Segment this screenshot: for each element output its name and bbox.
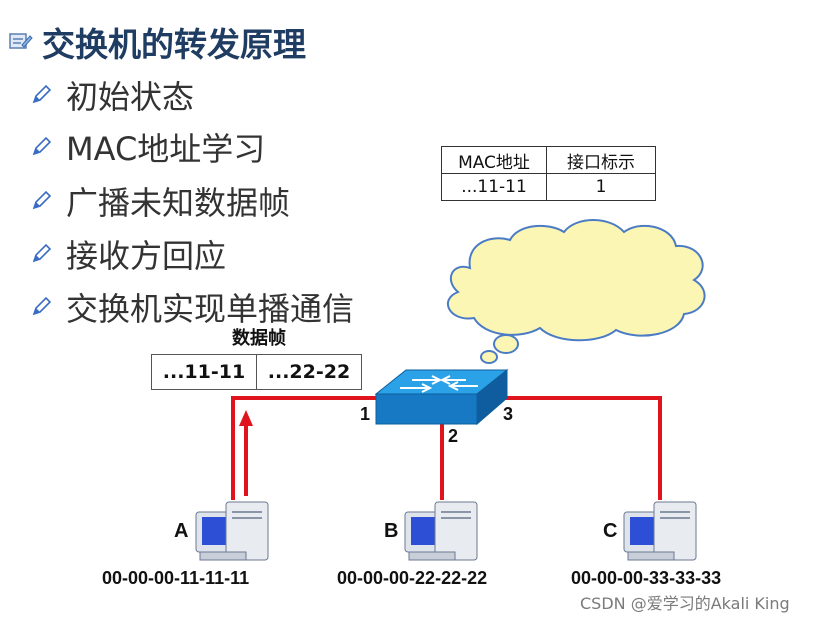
bullet-item: 初始状态 [30, 70, 450, 120]
port-label-3: 3 [503, 404, 514, 424]
host-c-label: C [603, 520, 618, 542]
bullet-item: 接收方回应 [30, 229, 450, 279]
link-a [231, 396, 377, 500]
host-c-mac: 00-00-00-33-33-33 [571, 568, 722, 588]
bullet-text: 接收方回应 [66, 237, 227, 275]
pencil-icon [32, 84, 52, 104]
frame-caption: 数据帧 [232, 328, 286, 349]
bullet-text: 交换机实现单播通信 [66, 290, 355, 328]
slide-icon [9, 33, 33, 49]
pencil-icon [32, 190, 52, 210]
watermark: CSDN @爱学习的Akali King [580, 594, 790, 613]
host-a-mac: 00-00-00-11-11-11 [102, 568, 250, 588]
pencil-icon [32, 243, 52, 263]
host-b-mac: 00-00-00-22-22-22 [337, 568, 488, 588]
frame-source-mac: ...11-11 [162, 361, 246, 383]
slide-title: 交换机的转发原理 [42, 25, 306, 64]
computer-b-icon [404, 501, 478, 561]
port-label-1: 1 [360, 404, 371, 424]
host-b-label: B [384, 520, 399, 542]
table-cell-mac: ...11-11 [441, 173, 547, 201]
port-label-2: 2 [448, 426, 459, 446]
bullet-item: 广播未知数据帧 [30, 176, 450, 226]
bullet-item: MAC地址学习 [30, 122, 450, 172]
links [231, 396, 662, 500]
computer-c-icon [623, 501, 697, 561]
bullet-text: 广播未知数据帧 [66, 184, 291, 222]
link-c [503, 396, 662, 500]
frame-dest-mac: ...22-22 [256, 355, 361, 389]
thought-cloud [446, 219, 706, 364]
bullet-text: 初始状态 [66, 78, 195, 116]
pencil-icon [32, 136, 52, 156]
table-row: ...11-11 1 [441, 173, 656, 201]
mac-address-table: MAC地址 接口标示 ...11-11 1 [441, 146, 656, 201]
bullet-item: 交换机实现单播通信 [30, 282, 450, 332]
computer-a-icon [195, 501, 269, 561]
host-a-label: A [174, 520, 189, 542]
switch-icon [374, 368, 509, 426]
table-header-row: MAC地址 接口标示 [441, 146, 656, 174]
table-header-port: 接口标示 [546, 146, 656, 174]
bullet-text: MAC地址学习 [66, 130, 266, 168]
pencil-icon [32, 296, 52, 316]
table-cell-port: 1 [546, 173, 656, 201]
data-frame: ...11-11 ...22-22 [151, 354, 362, 390]
table-header-mac: MAC地址 [441, 146, 547, 174]
arrow-up-icon [239, 410, 253, 496]
